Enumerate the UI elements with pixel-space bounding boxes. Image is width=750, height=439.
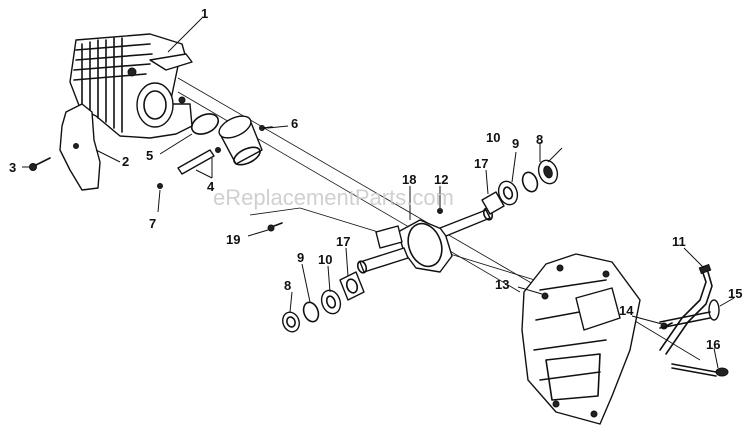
callout-9-lower: 9 xyxy=(297,250,304,265)
watermark-text: eReplacementParts.com xyxy=(213,185,454,210)
callout-6: 6 xyxy=(291,116,298,131)
callout-18: 18 xyxy=(402,172,416,187)
crankshaft-part[interactable] xyxy=(356,207,494,274)
callout-16: 16 xyxy=(706,337,720,352)
callout-17-upper: 17 xyxy=(474,156,488,171)
cylinder-part[interactable] xyxy=(69,33,193,139)
callout-15: 15 xyxy=(728,286,742,301)
callout-10-upper: 10 xyxy=(486,130,500,145)
piston-part[interactable] xyxy=(216,112,263,169)
bearing-seal-part-upper[interactable] xyxy=(481,158,561,215)
callout-17-lower: 17 xyxy=(336,234,350,249)
hose-part[interactable] xyxy=(659,263,713,355)
callout-8-upper: 8 xyxy=(536,132,543,147)
shield-plate-part[interactable] xyxy=(59,103,101,191)
callout-10-lower: 10 xyxy=(318,252,332,267)
screw-part[interactable] xyxy=(29,157,51,171)
callout-5: 5 xyxy=(146,148,153,163)
callout-12: 12 xyxy=(434,172,448,187)
wrist-pin-part[interactable] xyxy=(177,147,221,175)
bearing-seal-part-lower[interactable] xyxy=(280,271,365,334)
callout-2: 2 xyxy=(122,154,129,169)
callout-4: 4 xyxy=(207,179,215,194)
callout-labels: 1 2 3 4 5 6 7 8 8 9 9 10 10 11 12 13 14 … xyxy=(9,6,742,352)
pin-part[interactable] xyxy=(157,183,163,189)
leader-lines xyxy=(22,17,735,369)
long-bolt-part-16[interactable] xyxy=(671,363,729,377)
bolt-part[interactable] xyxy=(267,222,283,232)
callout-1: 1 xyxy=(201,6,208,21)
callout-3: 3 xyxy=(9,160,16,175)
crankcase-part[interactable] xyxy=(521,253,641,425)
piston-ring-part[interactable] xyxy=(189,110,222,138)
callout-7: 7 xyxy=(149,216,156,231)
callout-8-lower: 8 xyxy=(284,278,291,293)
callout-9-upper: 9 xyxy=(512,136,519,151)
callout-14: 14 xyxy=(619,303,634,318)
callout-11: 11 xyxy=(672,234,686,249)
callout-19: 19 xyxy=(226,232,240,247)
callout-13: 13 xyxy=(495,277,509,292)
key-pin-part[interactable] xyxy=(437,208,443,214)
long-bolt-part-15[interactable] xyxy=(659,299,720,329)
